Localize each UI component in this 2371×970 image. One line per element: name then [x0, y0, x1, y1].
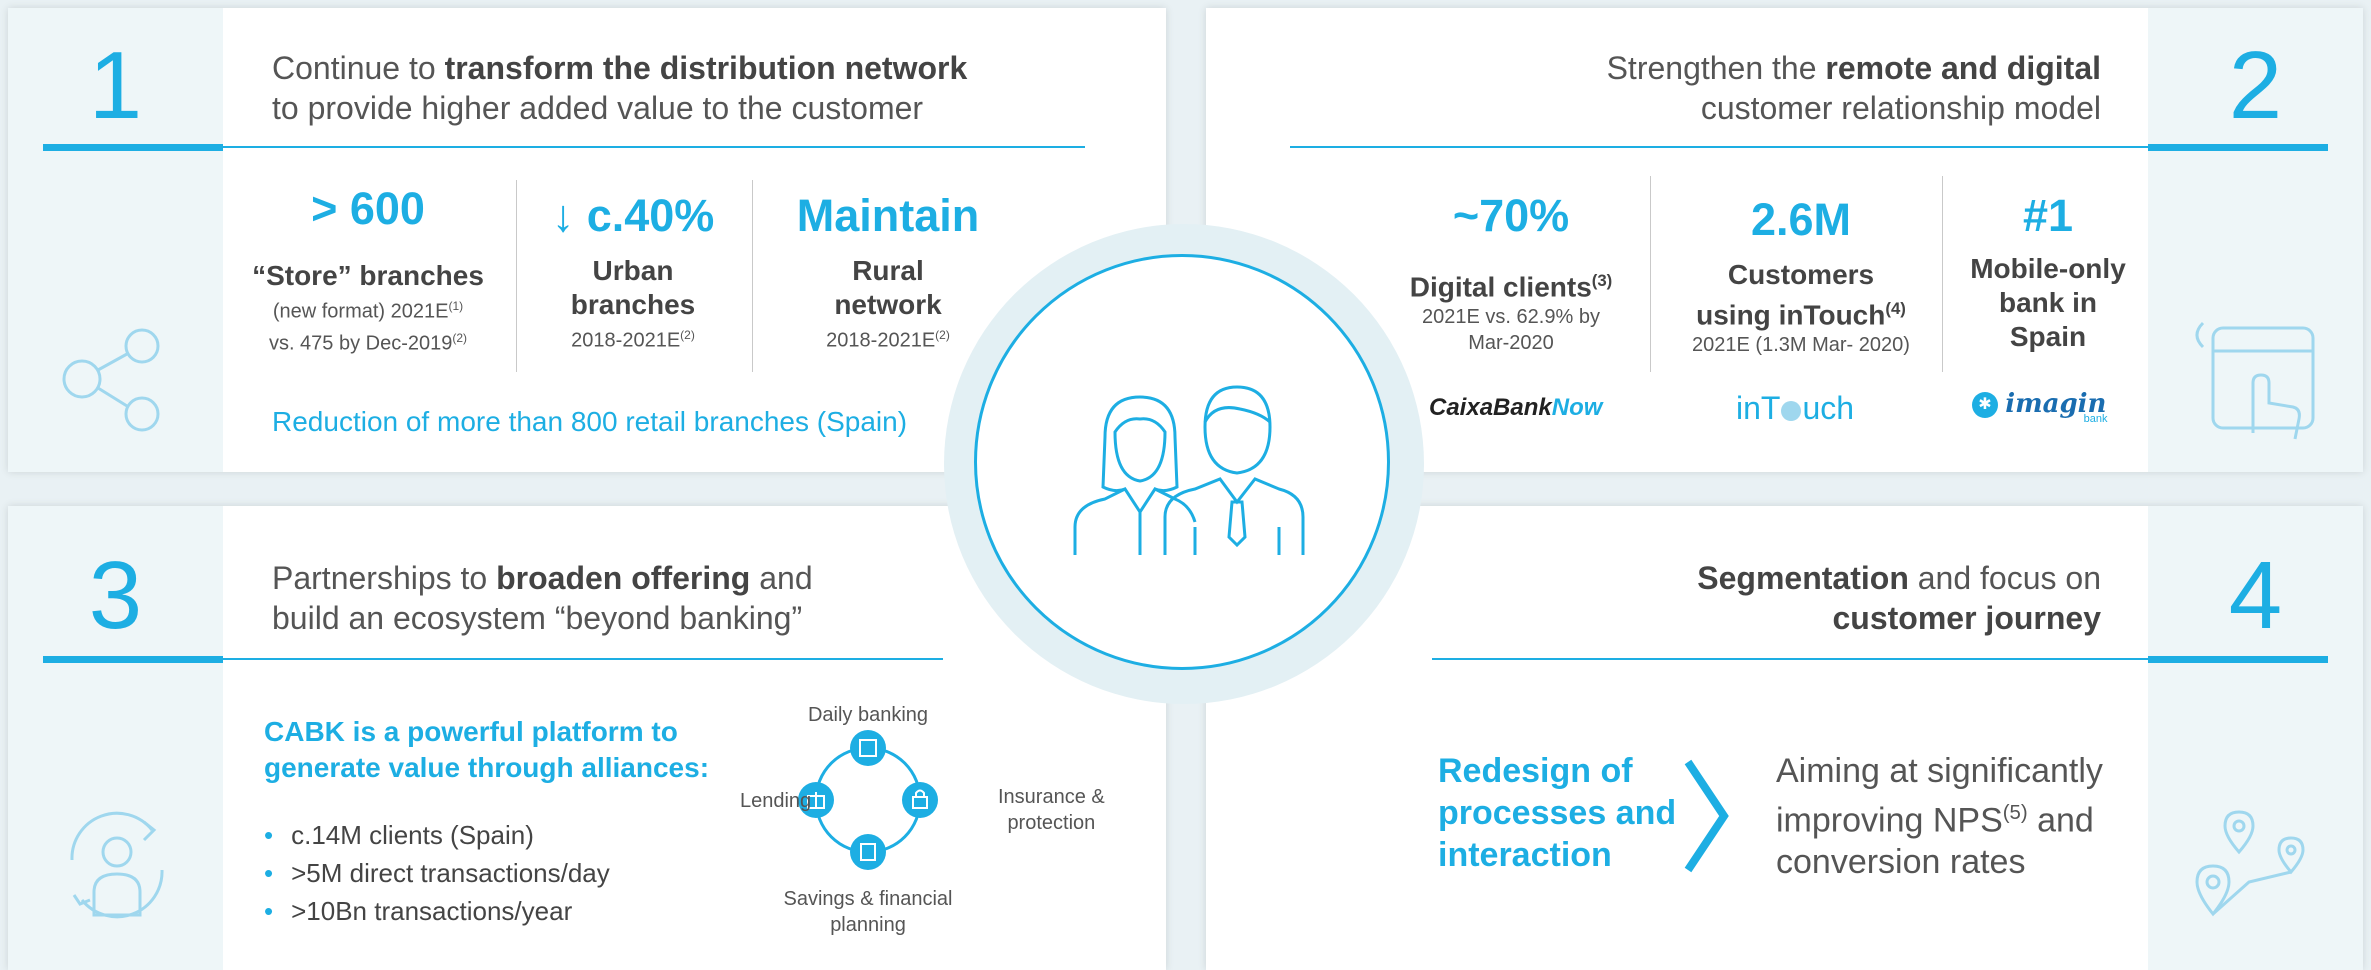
daily-banking-icon: [850, 730, 886, 766]
panel2-side: [2148, 8, 2363, 472]
map-pins-icon: [2195, 810, 2305, 917]
panel-segmentation: 4 Segmentation and focus on customer jou…: [1206, 506, 2363, 970]
panel2-title-rule: [1290, 146, 2148, 148]
list-item: c.14M clients (Spain): [264, 816, 610, 854]
touch-screen-icon: [2195, 321, 2315, 440]
panel4-title: Segmentation and focus on customer journ…: [1697, 560, 2101, 636]
panel1-separator-2: [752, 180, 753, 372]
panel1-title: Continue to transform the distribution n…: [272, 50, 968, 126]
chevron-right-icon: [1684, 759, 1729, 873]
panel1-number-underline: [43, 144, 223, 151]
panel-partnerships: 3 Partnerships to broaden offering and b…: [8, 506, 1166, 970]
metric-store-branches-sub: (new format) 2021E(1) vs. 475 by Dec-201…: [268, 299, 468, 355]
metric-urban-branches-value: ↓ c.40%: [551, 190, 715, 241]
panel3-title: Partnerships to broaden offering and bui…: [272, 560, 813, 636]
panel4-right-text: Aiming at significantly improving NPS(5)…: [1776, 752, 2103, 882]
metric-rural-network-sub: 2018-2021E(2): [826, 328, 950, 352]
customers-icon: [1073, 385, 1305, 555]
caixabanknow-logo: CaixaBankNow: [1429, 394, 1603, 421]
list-item: >10Bn transactions/year: [264, 892, 610, 930]
panel3-title-rule: [223, 658, 943, 660]
cycle-label-insurance: Insurance &protection: [998, 786, 1105, 834]
user-refresh-icon: [70, 811, 164, 919]
panel2-number-underline: [2148, 144, 2328, 151]
cycle-label-daily-banking: Daily banking: [807, 704, 929, 726]
metric-intouch-customers-sub: 2021E (1.3M Mar- 2020): [1692, 334, 1910, 357]
imagin-logo: ✱ imagin bank: [1972, 388, 2138, 425]
panel2-separator-2: [1942, 176, 1943, 372]
metric-store-branches-label: “Store” branches: [252, 260, 484, 291]
panel3-bullet-list: c.14M clients (Spain) >5M direct transac…: [264, 816, 610, 930]
panel4-number-underline: [2148, 656, 2328, 663]
panel4-side: [2148, 506, 2363, 970]
metric-intouch-customers-value: 2.6M: [1750, 194, 1852, 245]
intouch-dot-icon: [1781, 400, 1802, 421]
cycle-label-lending: Lending: [740, 790, 812, 812]
panel4-title-rule: [1432, 658, 2148, 660]
metric-rural-network-value: Maintain: [796, 190, 980, 241]
panel4-number: 4: [2228, 542, 2283, 649]
panel1-number: 1: [88, 32, 143, 139]
panel3-number: 3: [88, 542, 143, 649]
panel3-side: [8, 506, 223, 970]
share-icon: [62, 328, 160, 432]
panel2-number: 2: [2228, 32, 2283, 139]
panel1-separator-1: [516, 180, 517, 372]
metric-store-branches-value: > 600: [311, 183, 425, 234]
panel1-title-rule: [223, 146, 1085, 148]
metric-digital-clients-label: Digital clients(3): [1409, 271, 1613, 303]
arrow-down-icon: ↓: [551, 190, 575, 241]
imagin-star-icon: ✱: [1972, 392, 1998, 419]
insurance-icon: [902, 782, 938, 818]
panel3-number-underline: [43, 656, 223, 663]
panel-distribution-network: 1 Continue to transform the distribution…: [8, 8, 1166, 472]
ecosystem-cycle-diagram: [798, 730, 938, 870]
panel1-side: [8, 8, 223, 472]
savings-icon: [850, 834, 886, 870]
list-item: >5M direct transactions/day: [264, 854, 610, 892]
panel1-footer: Reduction of more than 800 retail branch…: [272, 406, 908, 437]
metric-digital-clients-value: ~70%: [1452, 190, 1570, 241]
metric-store-branches: > 600 “Store” branches (new format) 2021…: [243, 183, 493, 356]
metric-urban-branches-sub: 2018-2021E(2): [571, 328, 695, 352]
metric-digital-clients: ~70% Digital clients(3) 2021E vs. 62.9% …: [1381, 190, 1641, 356]
panel2-title: Strengthen the remote and digital custom…: [1606, 50, 2101, 126]
metric-mobile-only-bank-value: #1: [2022, 190, 2074, 241]
panel2-separator-1: [1650, 176, 1651, 372]
center-circle: [974, 254, 1390, 670]
